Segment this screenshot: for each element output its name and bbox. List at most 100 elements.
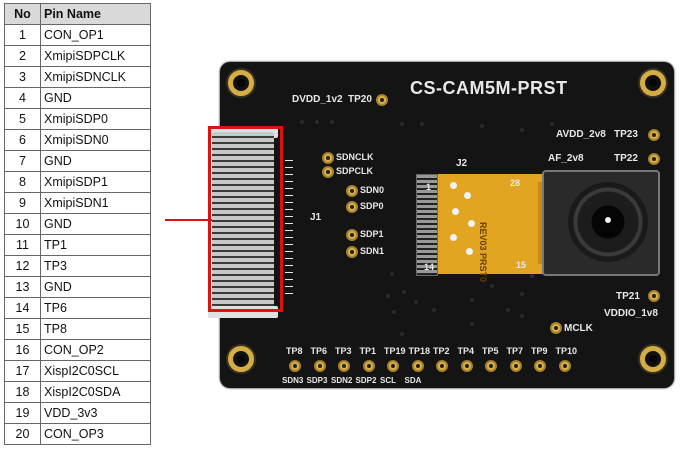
test-point-pad bbox=[411, 360, 424, 372]
label-tp20: TP20 bbox=[348, 94, 372, 105]
pointer-arrow-line bbox=[165, 219, 241, 221]
pin-name: XmipiSDNCLK bbox=[40, 66, 151, 88]
fpc-dot bbox=[468, 220, 475, 227]
test-point-pad bbox=[387, 360, 399, 372]
fpc-connector-j2 bbox=[416, 174, 438, 276]
test-point-label: TP4 bbox=[457, 346, 475, 356]
pcb-via bbox=[400, 332, 404, 336]
pcb-via bbox=[386, 294, 390, 298]
pin-number: 16 bbox=[4, 339, 41, 361]
pin-number: 15 bbox=[4, 318, 41, 340]
pin-number: 2 bbox=[4, 45, 41, 67]
test-point-sub-label: SDP3 bbox=[306, 376, 328, 385]
test-point-label: TP3 bbox=[335, 346, 352, 356]
camera-board: CS-CAM5M-PRST DVDD_1v2 TP20 AVDD_2v8 TP2… bbox=[208, 62, 674, 388]
pin-name: CON_OP1 bbox=[40, 24, 151, 46]
label-pin1: 1 bbox=[426, 182, 432, 192]
fpc-rev-text: REV03 PRST0 bbox=[478, 222, 488, 283]
test-point-label: TP19 bbox=[384, 346, 406, 356]
pin-name: CON_OP3 bbox=[40, 423, 151, 445]
pin-number: 10 bbox=[4, 213, 41, 235]
mount-hole-bottom-left bbox=[228, 346, 254, 372]
pad-sdpclk bbox=[322, 166, 334, 178]
test-point-sub-label: SCL bbox=[380, 376, 396, 385]
mount-hole-bottom-right bbox=[640, 346, 666, 372]
fpc-dot bbox=[464, 192, 471, 199]
pin-number: 11 bbox=[4, 234, 41, 256]
pin-number: 4 bbox=[4, 87, 41, 109]
pcb-via bbox=[420, 122, 424, 126]
fpc-dot bbox=[450, 234, 457, 241]
pin-number: 12 bbox=[4, 255, 41, 277]
label-dvdd: DVDD_1v2 bbox=[292, 94, 343, 105]
fpc-connector-j1 bbox=[212, 132, 274, 312]
label-pin15: 15 bbox=[516, 260, 527, 270]
pin-name: TP8 bbox=[40, 318, 151, 340]
fpc-dot bbox=[452, 208, 459, 215]
pcb-via bbox=[432, 308, 436, 312]
pad-tp22 bbox=[648, 153, 660, 165]
pin-name: TP3 bbox=[40, 255, 151, 277]
label-tp22: TP22 bbox=[614, 153, 638, 164]
pcb-via bbox=[392, 310, 396, 314]
test-point-sub-label: SDP2 bbox=[355, 376, 377, 385]
pcb-via bbox=[315, 120, 319, 124]
pcb-via bbox=[520, 292, 524, 296]
pcb-via bbox=[402, 290, 406, 294]
mount-hole-top-right bbox=[640, 70, 666, 96]
label-sdpclk: SDPCLK bbox=[336, 166, 374, 176]
pad-sdn1 bbox=[346, 246, 358, 258]
pin-number: 17 bbox=[4, 360, 41, 382]
pin-name: TP1 bbox=[40, 234, 151, 256]
pcb-via bbox=[506, 308, 510, 312]
test-point-pad bbox=[509, 360, 522, 372]
test-point-sub-label: SDN3 bbox=[282, 376, 304, 385]
pin-name: GND bbox=[40, 276, 151, 298]
label-sdp0: SDP0 bbox=[360, 201, 384, 211]
label-vddio: VDDIO_1v8 bbox=[604, 308, 658, 319]
test-point-label: TP7 bbox=[506, 346, 524, 356]
pad-sdn0 bbox=[346, 185, 358, 197]
connector-pin-ticks bbox=[285, 160, 293, 300]
test-point-label: TP18 bbox=[408, 346, 431, 356]
pin-name: XispI2C0SDA bbox=[40, 381, 151, 403]
fpc-dot bbox=[466, 248, 473, 255]
pin-name: XmipiSDPCLK bbox=[40, 45, 151, 67]
pin-number: 3 bbox=[4, 66, 41, 88]
pin-number: 19 bbox=[4, 402, 41, 424]
pcb-via bbox=[480, 124, 484, 128]
pin-number: 9 bbox=[4, 192, 41, 214]
pad-tp23 bbox=[648, 129, 660, 141]
pin-number: 14 bbox=[4, 297, 41, 319]
test-point-pad bbox=[313, 360, 326, 372]
test-point-pad bbox=[558, 360, 571, 372]
label-mclk: MCLK bbox=[564, 323, 593, 334]
pin-number: 6 bbox=[4, 129, 41, 151]
label-pin14: 14 bbox=[424, 262, 435, 272]
pcb-via bbox=[330, 120, 334, 124]
test-point-pad bbox=[362, 360, 375, 372]
pcb-via bbox=[300, 120, 304, 124]
test-point-pad bbox=[338, 360, 350, 372]
test-point-pad bbox=[460, 360, 473, 372]
pin-name: XmipiSDN1 bbox=[40, 192, 151, 214]
pcb-via bbox=[520, 314, 524, 318]
label-tp23: TP23 bbox=[614, 129, 638, 140]
test-point-label: TP10 bbox=[555, 346, 578, 356]
pin-name: XmipiSDP1 bbox=[40, 171, 151, 193]
